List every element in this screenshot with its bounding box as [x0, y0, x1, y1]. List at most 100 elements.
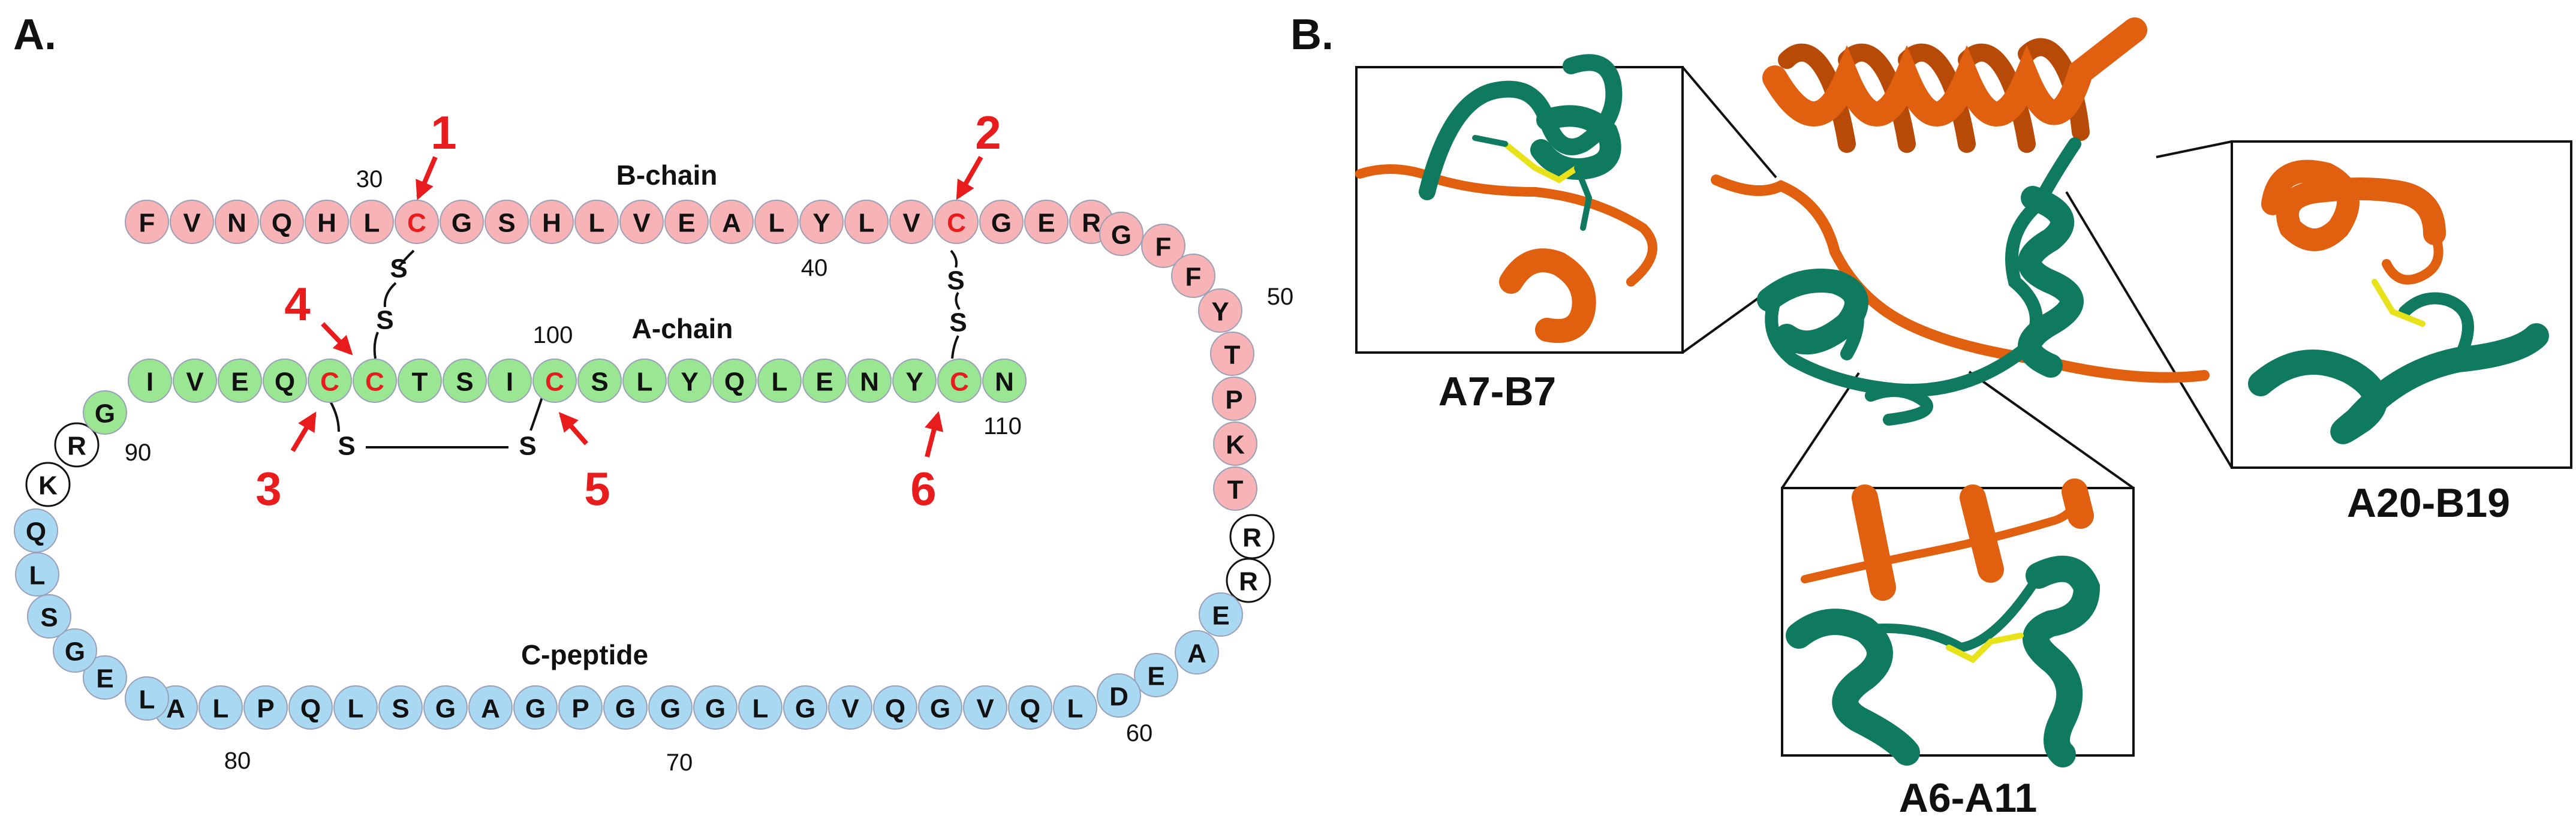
- c-peptide-residue: Q: [873, 685, 917, 730]
- disulfide-label-5: 5: [584, 462, 610, 515]
- a-chain-residue-letter: S: [591, 368, 608, 397]
- c-peptide-residue-letter: E: [1212, 601, 1229, 631]
- b-chain-residue-letter: V: [633, 209, 651, 238]
- b-chain-residue-letter: Y: [1211, 297, 1229, 327]
- c-peptide-residue-letter: P: [257, 694, 274, 724]
- a-chain-residue-circle: [757, 359, 802, 403]
- c-peptide-residue-circle: [738, 685, 783, 730]
- b-chain-residue-letter: H: [542, 209, 561, 238]
- b-chain-residue-circle: [125, 200, 169, 244]
- c-peptide-residue-circle: [333, 685, 378, 730]
- panel-a-label: A.: [13, 11, 56, 59]
- b-chain-residue-letter: T: [1224, 341, 1241, 370]
- c-peptide-residue: L: [198, 685, 243, 730]
- b-chain-residue: G: [440, 200, 484, 244]
- a-chain-residue-circle: [892, 359, 937, 403]
- a-chain-residue: Y: [892, 359, 937, 403]
- c-peptide-residue: A: [1175, 630, 1219, 675]
- inset-a7-b7: A7-B7: [1355, 54, 1684, 414]
- a-chain-residue-circle: [487, 359, 532, 403]
- disulfide-bonds: [326, 249, 961, 448]
- inset-a6-a11-structure: [1786, 478, 2100, 767]
- b-chain-residue-circle: [709, 200, 754, 244]
- ss-bond-3-line-right: [529, 395, 544, 431]
- arrow-5: [558, 412, 589, 445]
- b-chain-residue: V: [619, 200, 664, 244]
- b-chain-residue-letter: G: [991, 209, 1012, 238]
- a-chain-helix-left: [1757, 269, 1868, 355]
- c-peptide-residue-letter: V: [976, 694, 994, 724]
- a-chain-residue: Q: [712, 359, 757, 403]
- c-peptide-residue-circle: [648, 685, 693, 730]
- b-chain-residue-circle: [1024, 200, 1069, 244]
- c-peptide-residue-circle: [1175, 630, 1219, 675]
- inset-a6-a11: A6-A11: [1781, 478, 2135, 821]
- arrow-2: [956, 156, 983, 200]
- a-chain-residue-circle: [577, 359, 622, 403]
- c-peptide-residue-letter: E: [96, 664, 113, 694]
- b-chain-residue: Y: [1198, 288, 1242, 333]
- a-chain-residue-circle: [218, 359, 262, 403]
- b-chain-residue-letter: L: [769, 209, 785, 238]
- a-chain-residue: S: [577, 359, 622, 403]
- c-peptide-residue: L: [15, 552, 59, 597]
- c-peptide-residue-letter: A: [481, 694, 500, 724]
- disulfide-label-3: 3: [255, 462, 281, 515]
- inset-a7-b7-a-helix: [1530, 105, 1621, 180]
- b-chain-residue-circle: [889, 200, 934, 244]
- b-chain-residue: F: [1141, 224, 1185, 268]
- c-peptide-residue-circle: [558, 685, 603, 730]
- a-chain-residue-circle: [982, 359, 1027, 403]
- c-peptide-residue: P: [558, 685, 603, 730]
- c-peptide-residue: G: [53, 628, 97, 673]
- a-chain-residue: C: [937, 359, 982, 403]
- a-chain-residue-circle: [173, 359, 217, 403]
- arrow-4: [321, 322, 353, 356]
- c-peptide-residue: G: [783, 685, 827, 730]
- inset-a20-b19-a-coil: [2399, 292, 2474, 366]
- inset-a6-a11-b-helix: [1852, 478, 2094, 601]
- inset-a6-a11-label: A6-A11: [1899, 775, 2038, 821]
- inset-a6-a11-a-coil: [1860, 571, 2044, 653]
- b-chain-residue-circle: [934, 200, 979, 244]
- connector-left-top: [1681, 66, 1777, 179]
- linker-ca-residue-circle: [25, 462, 71, 507]
- b-chain-helix-front: [1762, 17, 2147, 127]
- c-peptide-residue-letter: Q: [26, 517, 46, 547]
- b-chain-residue: F: [1171, 254, 1215, 298]
- ss-bond-1-line-mid: [383, 282, 397, 308]
- a-chain-residue-letter: I: [146, 368, 154, 397]
- a-chain-residue-circle: [622, 359, 667, 403]
- a-chain-residue-letter: N: [995, 368, 1014, 397]
- b-chain-residue-circle: [1213, 421, 1257, 466]
- b-chain-residue-circle: [1198, 288, 1242, 333]
- b-chain-residue-circle: [754, 200, 799, 244]
- arrow-3: [290, 411, 317, 453]
- b-chain-residue: G: [979, 200, 1024, 244]
- b-chain-residue-letter: R: [1082, 209, 1101, 238]
- a-chain-residue: E: [218, 359, 262, 403]
- a-chain-residue: Q: [263, 359, 307, 403]
- a-chain-residue-letter: C: [950, 368, 969, 397]
- c-peptide-residue-letter: G: [660, 694, 681, 724]
- b-chain-residue-circle: [1099, 212, 1143, 256]
- b-chain-residue-letter: P: [1225, 386, 1242, 415]
- b-chain-residue: C: [934, 200, 979, 244]
- sulfur-labels: S S S S S S: [338, 254, 967, 461]
- inset-connectors: [1681, 66, 2233, 489]
- b-chain-residue: V: [889, 200, 934, 244]
- b-chain-residue: K: [1213, 421, 1257, 466]
- c-peptide-residue-circle: [468, 685, 513, 730]
- b-chain-residue-circle: [350, 200, 394, 244]
- b-chain-residue-letter: Q: [272, 209, 292, 238]
- b-chain-residue: G: [1099, 212, 1143, 256]
- a-chain-residue-circle: [353, 359, 397, 403]
- a-chain-residue-letter: E: [815, 368, 833, 397]
- a-chain-residue: I: [128, 359, 172, 403]
- a-chain-residue: I: [487, 359, 532, 403]
- c-peptide-residue-circle: [918, 685, 962, 730]
- b-chain-residue-letter: H: [317, 209, 336, 238]
- linker-bc-residue: R: [1226, 558, 1271, 603]
- a-chain-residue: C: [532, 359, 577, 403]
- b-chain-residue-circle: [979, 200, 1024, 244]
